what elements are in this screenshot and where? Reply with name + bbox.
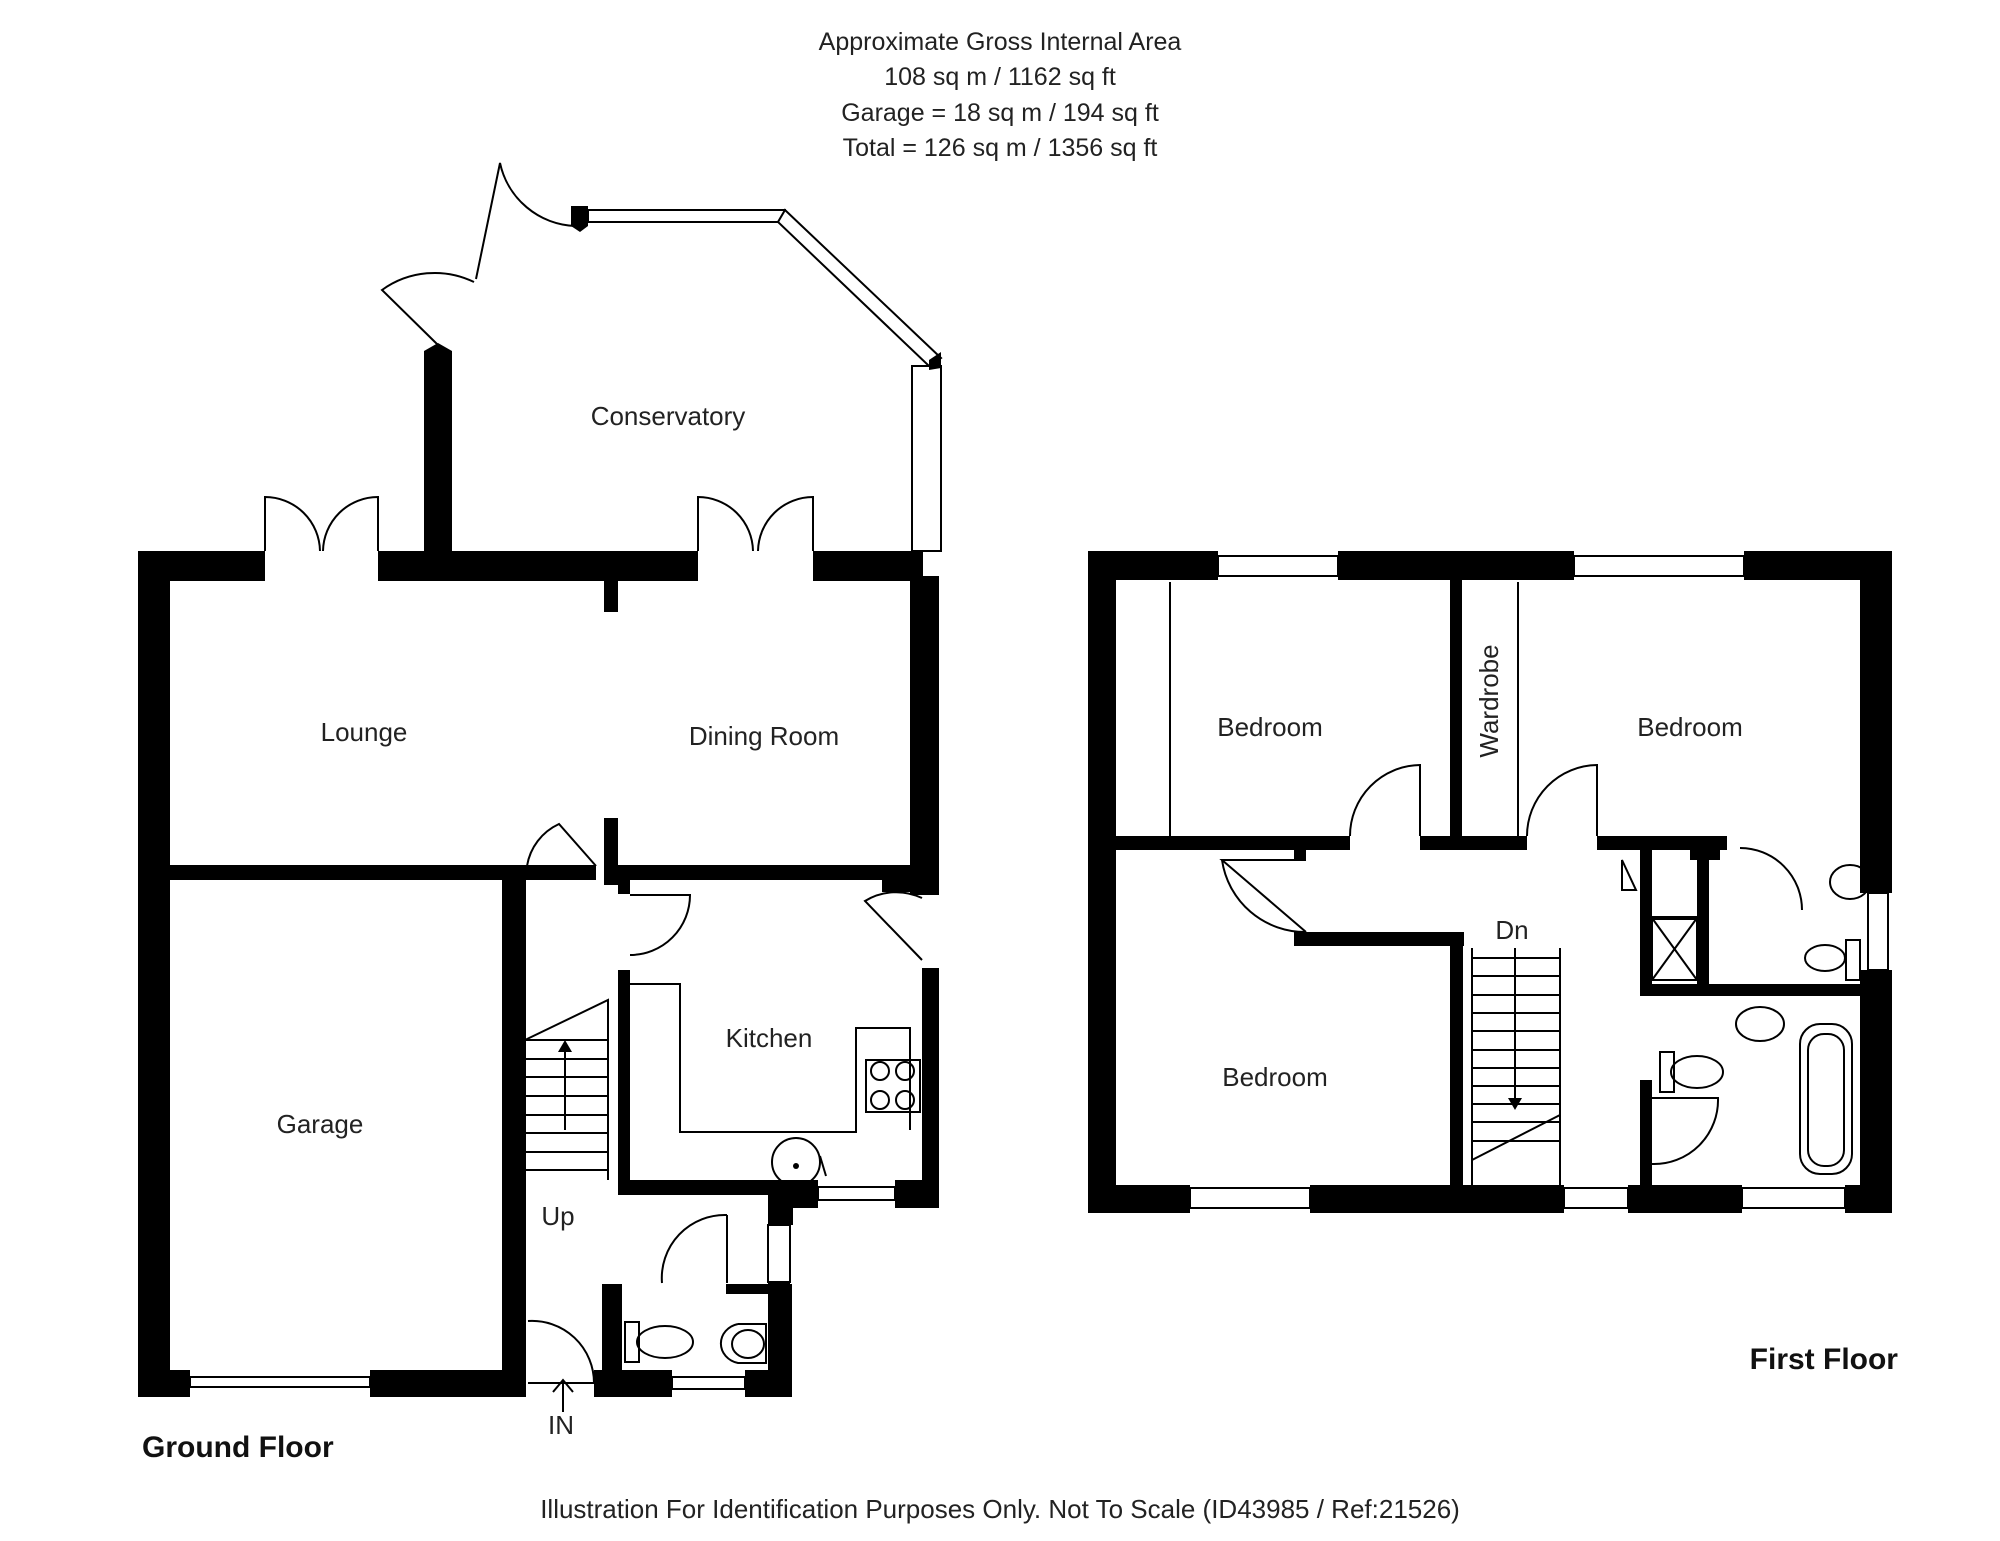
disclaimer-footer: Illustration For Identification Purposes… xyxy=(540,1494,1460,1524)
room-label-wardrobe: Wardrobe xyxy=(1474,644,1504,757)
room-label-garage: Garage xyxy=(277,1109,364,1139)
first-floor-title: First Floor xyxy=(1750,1343,1899,1376)
room-label-lounge: Lounge xyxy=(321,717,408,747)
area-line-3: Garage = 18 sq m / 194 sq ft xyxy=(841,99,1159,127)
room-label-conservatory: Conservatory xyxy=(591,401,746,431)
entrance-label: IN xyxy=(548,1410,574,1440)
stairs-up-label: Up xyxy=(541,1201,574,1231)
room-label-kitchen: Kitchen xyxy=(726,1023,813,1053)
stairs-first xyxy=(1471,948,1561,1185)
stairs-down-label: Dn xyxy=(1495,915,1528,945)
ground-floor-title: Ground Floor xyxy=(142,1431,334,1464)
room-label-bedroom-3: Bedroom xyxy=(1222,1062,1328,1092)
first-floor-plan xyxy=(1088,551,1892,1213)
area-line-4: Total = 126 sq m / 1356 sq ft xyxy=(843,134,1158,162)
room-label-dining-room: Dining Room xyxy=(689,721,839,751)
area-summary: Approximate Gross Internal Area 108 sq m… xyxy=(819,28,1182,162)
area-line-1: Approximate Gross Internal Area xyxy=(819,28,1182,56)
room-label-bedroom-1: Bedroom xyxy=(1217,712,1323,742)
room-label-bedroom-2: Bedroom xyxy=(1637,712,1743,742)
ground-floor-plan xyxy=(138,162,943,1412)
area-line-2: 108 sq m / 1162 sq ft xyxy=(884,63,1116,91)
stairs-ground xyxy=(524,998,609,1180)
